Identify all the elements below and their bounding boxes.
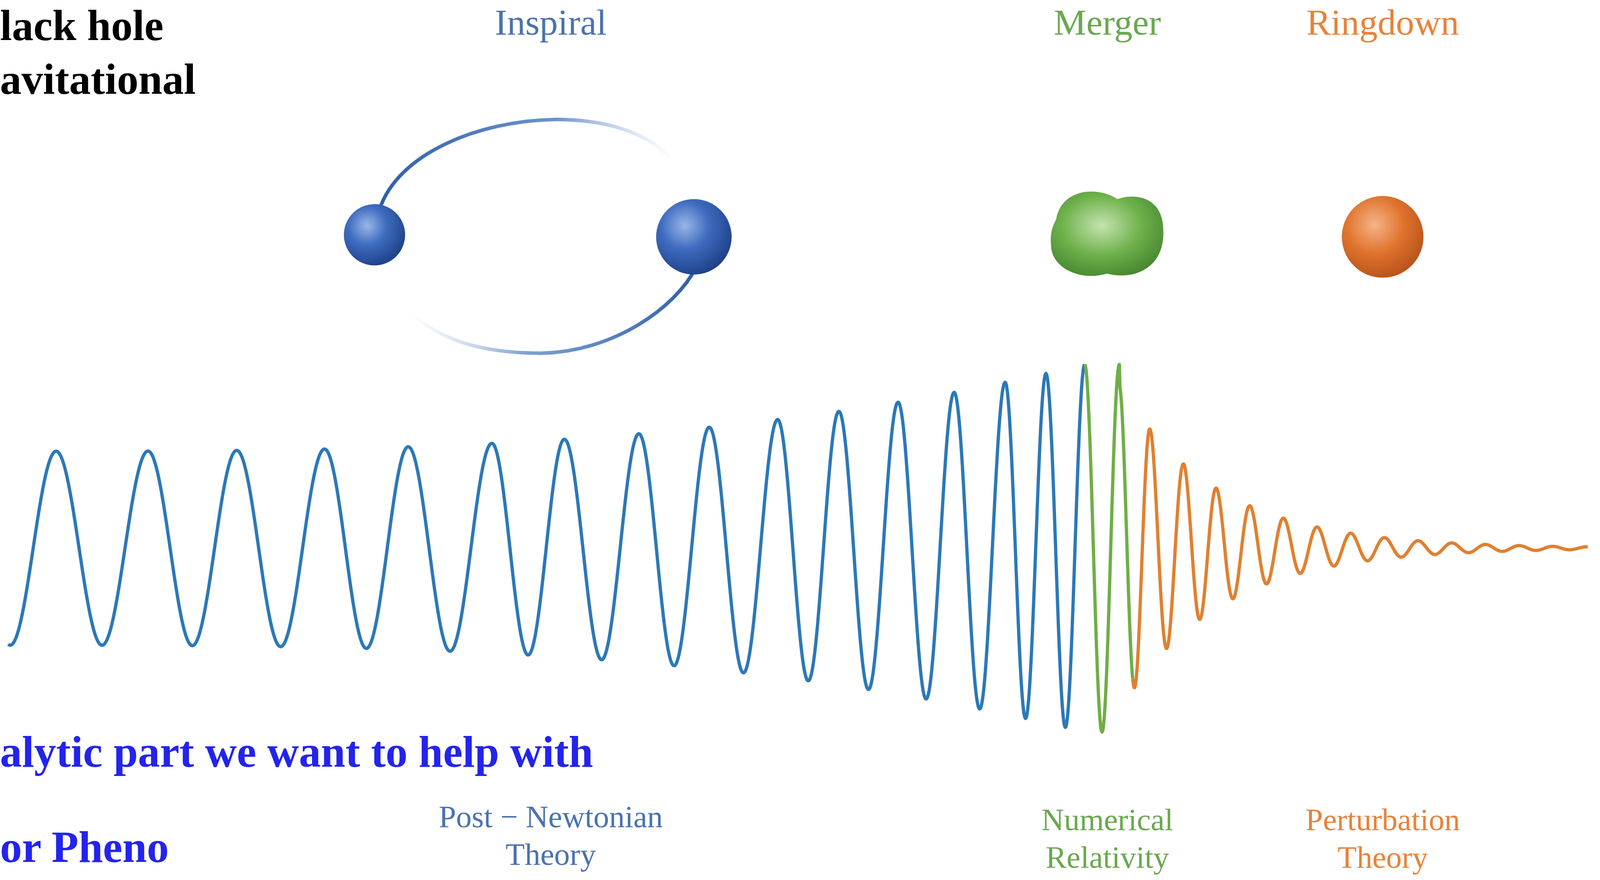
merger-wave: [1084, 364, 1133, 732]
black-hole: [656, 199, 732, 275]
slide-note: alytic part we want to help with: [0, 725, 831, 779]
phase-title: Ringdown: [1260, 0, 1505, 45]
method-label: Numerical Relativity: [1009, 801, 1206, 877]
final-black-hole: [1341, 195, 1424, 278]
slide-title: lack hole: [0, 0, 440, 52]
ringdown-wave: [1132, 429, 1588, 688]
orbit-arc: [410, 267, 696, 354]
black-hole: [343, 204, 405, 266]
orbit-arc: [379, 119, 676, 210]
slide-title: avitational: [0, 53, 440, 106]
slide-note: or Pheno: [0, 820, 440, 874]
inspiral-wave: [8, 364, 1085, 728]
phase-title: Inspiral: [428, 0, 673, 45]
method-label: Post − Newtonian Theory: [414, 798, 688, 874]
merging-black-hole: [1050, 191, 1164, 276]
method-label: Perturbation Theory: [1277, 801, 1488, 877]
phase-title: Merger: [985, 0, 1230, 45]
